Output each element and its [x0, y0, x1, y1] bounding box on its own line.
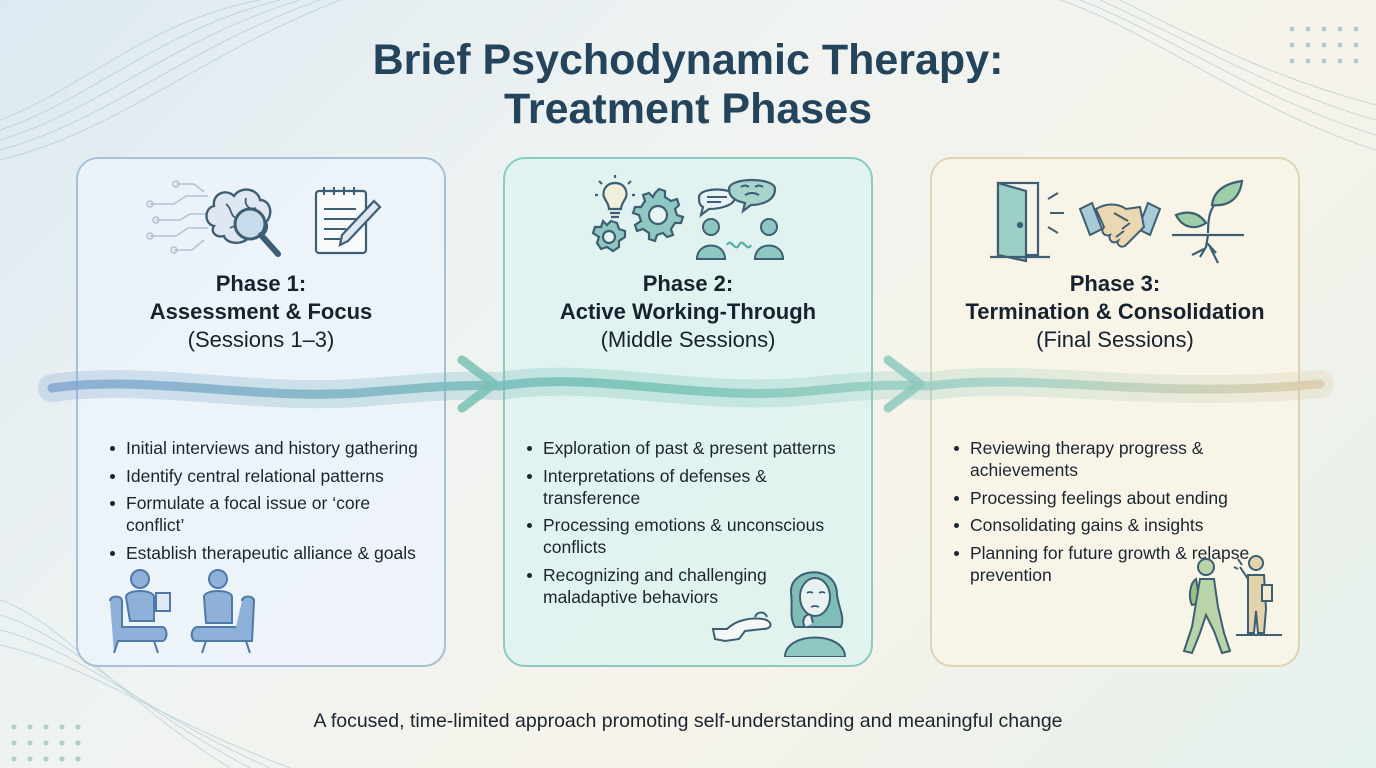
list-item: Exploration of past & present patterns	[525, 437, 857, 459]
page-title-line-2: Treatment Phases	[503, 85, 873, 133]
notepad-pencil-icon	[314, 187, 382, 255]
sprouting-plant-icon	[1172, 179, 1244, 264]
phase-1-card: Phase 1: Assessment & Focus (Sessions 1–…	[76, 157, 446, 667]
phase-3-subtitle: Termination & Consolidation	[965, 299, 1265, 324]
page-title: Brief Psychodynamic Therapy: Treatment P…	[0, 36, 1376, 134]
list-item: Recognizing and challenging maladaptive …	[525, 564, 857, 608]
handshake-icon	[1078, 201, 1162, 248]
phase-2-card: Phase 2: Active Working-Through (Middle …	[503, 157, 873, 667]
list-item: Initial interviews and history gathering	[108, 437, 430, 459]
list-item: Reviewing therapy progress & achievement…	[952, 437, 1290, 481]
therapist-client-chairs-icon	[109, 569, 256, 654]
phase-1-sessions: (Sessions 1–3)	[187, 327, 335, 352]
phase-3-card: Phase 3: Termination & Consolidation (Fi…	[930, 157, 1300, 667]
phase-1-heading: Phase 1: Assessment & Focus (Sessions 1–…	[78, 270, 444, 354]
phase-2-heading: Phase 2: Active Working-Through (Middle …	[505, 270, 871, 354]
pensive-woman-icon	[711, 571, 847, 657]
list-item: Processing emotions & unconscious confli…	[525, 514, 857, 558]
phase-2-subtitle: Active Working-Through	[559, 299, 817, 324]
list-item: Processing feelings about ending	[952, 487, 1290, 509]
list-item: Identify central relational patterns	[108, 465, 430, 487]
phase-3-sessions: (Final Sessions)	[1036, 327, 1194, 352]
page-title-line-1: Brief Psychodynamic Therapy:	[372, 36, 1004, 84]
list-item: Establish therapeutic alliance & goals	[108, 542, 430, 564]
walking-away-icon	[1182, 555, 1282, 655]
phase-3-title: Phase 3:	[1069, 271, 1161, 296]
footer-tagline: A focused, time-limited approach promoti…	[313, 710, 1063, 732]
conversation-bubbles-icon	[695, 179, 785, 260]
phase-1-bullet-list: Initial interviews and history gathering…	[108, 437, 430, 569]
phase-2-bullet-list: Exploration of past & present patterns I…	[525, 437, 857, 613]
phase-2-sessions: (Middle Sessions)	[600, 327, 776, 352]
lightbulb-gears-icon	[591, 175, 685, 253]
list-item: Formulate a focal issue or ‘core conflic…	[108, 492, 430, 536]
list-item: Consolidating gains & insights	[952, 514, 1290, 536]
phase-1-subtitle: Assessment & Focus	[149, 299, 373, 324]
open-door-icon	[990, 181, 1064, 263]
phase-1-title: Phase 1:	[215, 271, 307, 296]
list-item: Planning for future growth & relapse pre…	[952, 542, 1290, 586]
brain-magnifier-icon	[146, 180, 281, 257]
phase-3-bullet-list: Reviewing therapy progress & achievement…	[952, 437, 1290, 591]
phase-2-title: Phase 2:	[642, 271, 734, 296]
phase-3-heading: Phase 3: Termination & Consolidation (Fi…	[932, 270, 1298, 354]
list-item: Interpretations of defenses & transferen…	[525, 465, 857, 509]
